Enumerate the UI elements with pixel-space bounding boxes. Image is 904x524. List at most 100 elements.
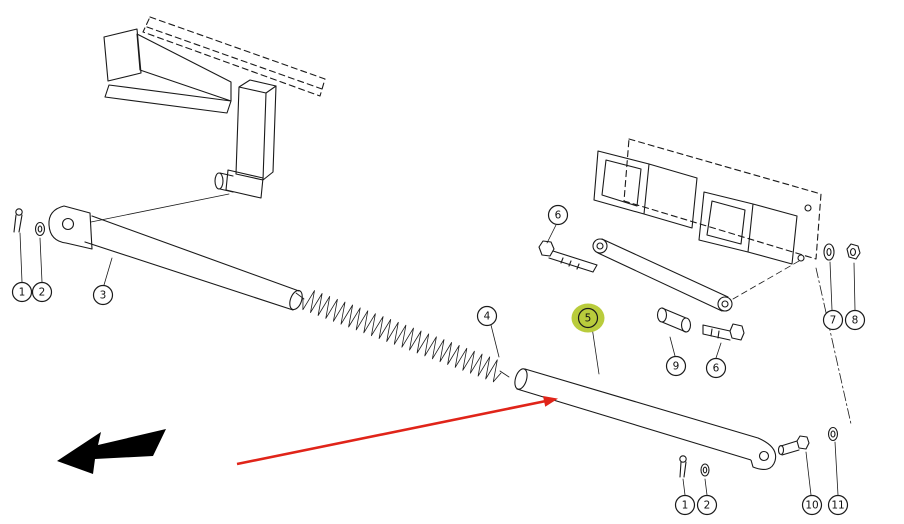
callout-circle xyxy=(696,494,718,516)
spring-coil xyxy=(302,290,502,383)
callout-circle xyxy=(827,494,849,516)
top-left-frame-assembly xyxy=(85,16,326,224)
callout-circle xyxy=(547,204,569,226)
callout-5-highlight xyxy=(571,303,605,333)
strap-hole-right xyxy=(721,300,729,308)
box-socket-lower xyxy=(698,191,798,265)
callout-8: 8 xyxy=(844,309,866,331)
callout-label: 3 xyxy=(100,290,107,302)
callout-label: 9 xyxy=(673,361,680,373)
callout-label: 10 xyxy=(805,500,818,512)
roller-face-right xyxy=(680,317,692,333)
bolt-shaft xyxy=(702,324,731,341)
post-pin-lines xyxy=(219,172,234,193)
callout-6-lower: 6 xyxy=(705,357,727,379)
part-4-spring xyxy=(295,290,510,383)
washer-outer xyxy=(823,243,835,261)
part-7-washer xyxy=(823,243,835,261)
tube-eye-hole xyxy=(61,217,75,231)
tube-open-end xyxy=(514,368,528,390)
part-5-tube xyxy=(514,368,777,470)
roller-face-left xyxy=(656,307,668,323)
pin-legs xyxy=(679,461,687,478)
callouts-layer: 1 2 3 4 5 6 6 7 xyxy=(11,204,866,516)
red-arrow-head xyxy=(543,396,558,407)
callout-label: 1 xyxy=(19,287,26,299)
tube-end-opening xyxy=(289,289,303,311)
part-11-washer xyxy=(827,426,839,442)
washer-outer xyxy=(700,463,710,477)
nut-hole xyxy=(849,247,857,257)
bolt-hex-head xyxy=(538,240,555,257)
red-pointer-arrow xyxy=(236,396,558,466)
callout-circle xyxy=(476,305,498,327)
part-2-washer-bottom xyxy=(700,463,710,477)
callout-circle xyxy=(844,309,866,331)
callout-label: 4 xyxy=(484,311,491,323)
callout-label: 2 xyxy=(39,287,46,299)
strap-end-left xyxy=(592,238,608,254)
pin-loop xyxy=(15,208,23,216)
part-9-strap-bracket xyxy=(592,238,800,333)
callout-label: 8 xyxy=(852,315,859,327)
tube-eye-bracket xyxy=(750,437,777,470)
callout-label: 1 xyxy=(682,500,689,512)
frame-rail xyxy=(142,16,326,97)
plate-hole-upper xyxy=(804,204,812,212)
callout-label: 11 xyxy=(831,500,844,512)
part-6-bolt-upper xyxy=(538,240,598,273)
callout-9: 9 xyxy=(665,355,687,377)
callout-label: 7 xyxy=(830,315,837,327)
post-pin xyxy=(214,172,224,190)
callout-3: 3 xyxy=(92,284,114,306)
tube-body xyxy=(84,215,300,311)
callout-5-highlighted: 5 xyxy=(577,307,599,329)
callout-label: 6 xyxy=(713,363,720,375)
callout-4: 4 xyxy=(476,305,498,327)
tube-eye-hole xyxy=(758,450,770,462)
right-mounting-plate-assembly xyxy=(593,138,852,425)
callout-2-bottom: 2 xyxy=(696,494,718,516)
assembly-axis-line xyxy=(815,267,852,425)
washer-inner xyxy=(702,466,708,474)
pin-loop xyxy=(679,455,687,463)
callout-10: 10 xyxy=(801,494,823,516)
bolt-tip xyxy=(777,444,785,456)
mounting-plate xyxy=(623,138,822,260)
callout-circle xyxy=(92,284,114,306)
hitch-bracket xyxy=(103,28,232,114)
part-1-cotter-pin-left xyxy=(13,208,23,233)
washer-outer xyxy=(34,221,46,237)
callout-label: 2 xyxy=(704,500,711,512)
assembly-connector-line xyxy=(85,193,230,224)
direction-arrow-icon xyxy=(57,429,166,474)
callout-6-upper: 6 xyxy=(547,204,569,226)
red-arrow-shaft xyxy=(236,399,547,466)
washer-inner xyxy=(830,430,836,438)
part-10-bolt xyxy=(777,435,810,456)
part-3-tube xyxy=(48,205,303,311)
box-socket-upper xyxy=(593,150,698,229)
callout-circle xyxy=(822,309,844,331)
part-8-nut xyxy=(846,243,861,260)
bolt-hex-head xyxy=(796,435,810,450)
washer-outer xyxy=(827,426,839,442)
tube-body xyxy=(516,368,759,461)
nut-hex xyxy=(846,243,861,260)
callout-leader-lines xyxy=(19,224,856,496)
callout-circle xyxy=(665,355,687,377)
callout-1-bottom: 1 xyxy=(674,494,696,516)
strap-to-plate-link xyxy=(732,260,800,300)
callout-11: 11 xyxy=(827,494,849,516)
callout-label: 5 xyxy=(585,313,592,325)
callout-circle xyxy=(31,281,53,303)
part-6-bolt-lower xyxy=(702,323,745,341)
callout-2-left: 2 xyxy=(31,281,53,303)
washer-inner xyxy=(37,225,43,233)
callout-circle xyxy=(705,357,727,379)
callout-circle xyxy=(11,281,33,303)
bolt-shaft xyxy=(548,250,598,273)
bolt-hex-head xyxy=(729,323,745,341)
